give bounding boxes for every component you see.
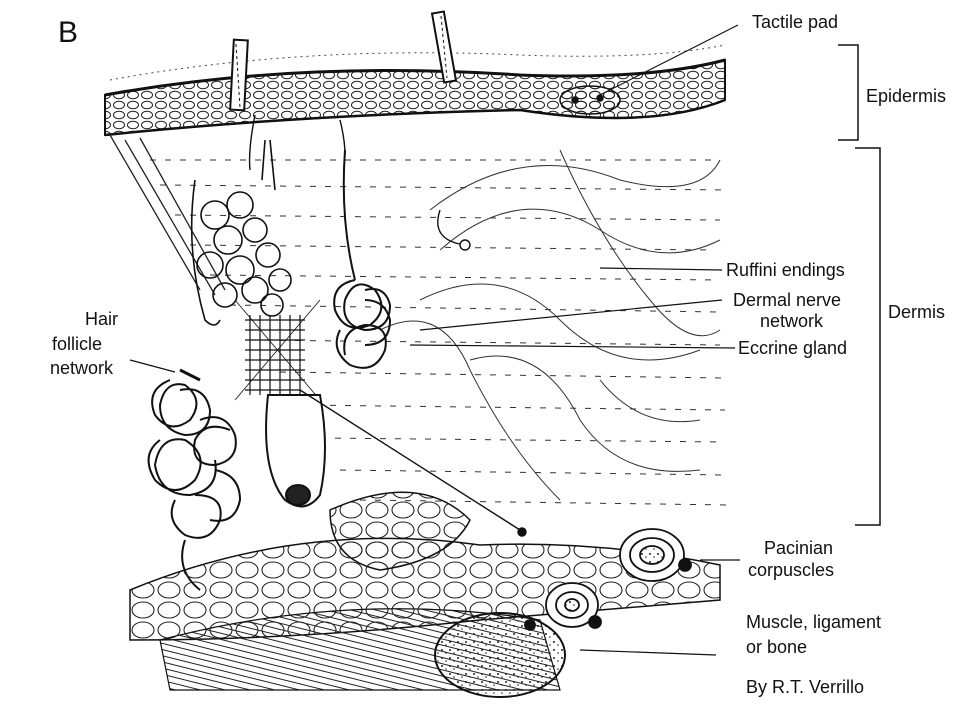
eccrine-coil xyxy=(334,150,390,368)
label-eccrine-gland: Eccrine gland xyxy=(738,338,847,359)
label-hair-line2: follicle xyxy=(52,334,102,355)
follicle-bulb xyxy=(266,395,325,506)
label-dermal-nerve-line1: Dermal nerve xyxy=(733,290,841,311)
label-dermis: Dermis xyxy=(888,302,945,323)
epidermis-bracket xyxy=(838,45,858,140)
panel-letter: B xyxy=(58,16,78,50)
label-hair-line3: network xyxy=(50,358,113,379)
label-pacinian-line1: Pacinian xyxy=(764,538,833,559)
label-muscle-line2: or bone xyxy=(746,637,807,658)
label-hair-line1: Hair xyxy=(85,309,118,330)
epidermis-layer xyxy=(105,45,725,135)
label-muscle-line1: Muscle, ligament xyxy=(746,612,881,633)
label-ruffini-endings: Ruffini endings xyxy=(726,260,845,281)
label-pacinian-line2: corpuscles xyxy=(748,560,834,581)
sebaceous-glands xyxy=(192,140,291,325)
label-tactile-pad: Tactile pad xyxy=(752,12,838,33)
label-epidermis: Epidermis xyxy=(866,86,946,107)
dermis-bracket xyxy=(855,148,880,525)
label-dermal-nerve-line2: network xyxy=(760,311,823,332)
credit-text: By R.T. Verrillo xyxy=(746,677,864,698)
tactile-pad-structure xyxy=(560,86,620,114)
